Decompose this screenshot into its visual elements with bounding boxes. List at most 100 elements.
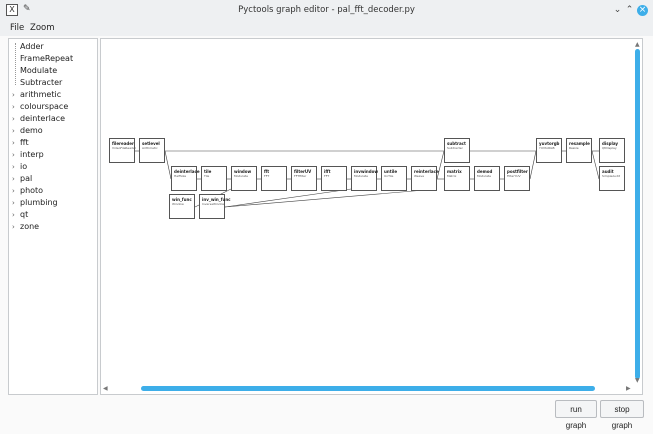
expand-arrow-icon[interactable]: › (12, 151, 15, 159)
window-title: Pyctools graph editor - pal_fft_decoder.… (238, 5, 415, 15)
node-class: Weave (414, 174, 425, 178)
scroll-right-icon[interactable]: ▶ (626, 385, 631, 392)
expand-arrow-icon[interactable]: › (12, 139, 15, 147)
menu-bar: File Zoom (0, 21, 653, 36)
menu-file[interactable]: File (10, 23, 25, 33)
node-class: InverseWindow (202, 202, 225, 206)
run-graph-button[interactable]: run graph (555, 400, 597, 430)
node-name: tile (204, 169, 212, 174)
stop-graph-button[interactable]: stop graph (600, 400, 644, 430)
scroll-up-icon[interactable]: ▲ (635, 41, 640, 48)
node-name: untile (384, 169, 398, 174)
tree-item-label: demo (20, 126, 43, 135)
node-name: win_func (172, 197, 192, 202)
horizontal-scroll-thumb[interactable] (141, 386, 595, 391)
node-name: filterUV (294, 169, 312, 174)
expand-arrow-icon[interactable]: › (12, 127, 15, 135)
tree-item-label: deinterlace (20, 114, 66, 123)
node-name: setlevel (142, 141, 160, 146)
scroll-left-icon[interactable]: ◀ (103, 385, 108, 392)
expand-arrow-icon[interactable]: › (12, 199, 15, 207)
node-name: ifft (324, 169, 331, 174)
node-name: matrix (447, 169, 462, 174)
maximize-icon[interactable]: ⌃ (625, 5, 634, 15)
node-name: inv_win_func (202, 197, 231, 202)
expand-arrow-icon[interactable]: › (12, 91, 15, 99)
node-class: FFT (264, 174, 270, 178)
graph-wire (529, 150, 537, 180)
node-class: FilterYUV (507, 174, 521, 178)
expand-arrow-icon[interactable]: › (12, 223, 15, 231)
node-class: FFTfilter (294, 174, 307, 178)
expand-arrow-icon[interactable]: › (12, 163, 15, 171)
node-class: QtDisplay (602, 146, 617, 150)
node-class: Modulate (354, 174, 368, 178)
expand-arrow-icon[interactable]: › (12, 211, 15, 219)
expand-arrow-icon[interactable]: › (12, 187, 15, 195)
minimize-icon[interactable]: ⌄ (613, 5, 622, 15)
tree-item-label: pal (20, 174, 33, 183)
tree-item-label: zone (20, 222, 40, 231)
expand-arrow-icon[interactable]: › (12, 115, 15, 123)
node-name: display (602, 141, 619, 146)
node-class: Subtracter (447, 146, 463, 150)
tree-item-label: arithmetic (20, 90, 62, 99)
pin-icon[interactable]: ✎ (23, 4, 31, 14)
node-class: HalfSize (174, 174, 187, 178)
menu-zoom[interactable]: Zoom (30, 23, 55, 33)
vertical-scrollbar[interactable]: ▲ ▼ (633, 41, 642, 384)
close-icon[interactable]: × (637, 5, 648, 16)
horizontal-scrollbar[interactable]: ◀ ▶ (103, 384, 633, 393)
expand-arrow-icon[interactable]: › (12, 103, 15, 111)
scroll-down-icon[interactable]: ▼ (635, 377, 640, 384)
node-class: Matrix (447, 174, 457, 178)
vertical-scroll-thumb[interactable] (635, 49, 640, 379)
tree-item-label: io (20, 162, 28, 171)
expand-arrow-icon[interactable]: › (12, 175, 15, 183)
node-class: SimpleAudit (602, 174, 621, 178)
node-name: subtract (447, 141, 466, 146)
node-class: Tile (204, 174, 210, 178)
app-icon: X (6, 4, 18, 16)
node-name: audit (602, 169, 614, 174)
tree-item-label: Subtracter (20, 78, 63, 87)
node-name: filereader (112, 141, 134, 146)
node-name: window (234, 169, 252, 174)
tree-item-label: Adder (20, 42, 44, 51)
title-bar: X ✎ Pyctools graph editor - pal_fft_deco… (0, 0, 653, 22)
node-name: yuvtorgb (539, 141, 560, 146)
node-name: deinterlace (174, 169, 200, 174)
node-name: demod (477, 169, 493, 174)
graph-wire (164, 150, 172, 180)
graph-wire (224, 188, 352, 208)
node-class: UnTile (384, 174, 394, 178)
tree-item-label: FrameRepeat (20, 54, 74, 63)
tree-item-label: fft (20, 138, 29, 147)
tree-item-label: qt (20, 210, 29, 219)
graph-wire (436, 150, 445, 180)
graph-wire (591, 150, 600, 180)
